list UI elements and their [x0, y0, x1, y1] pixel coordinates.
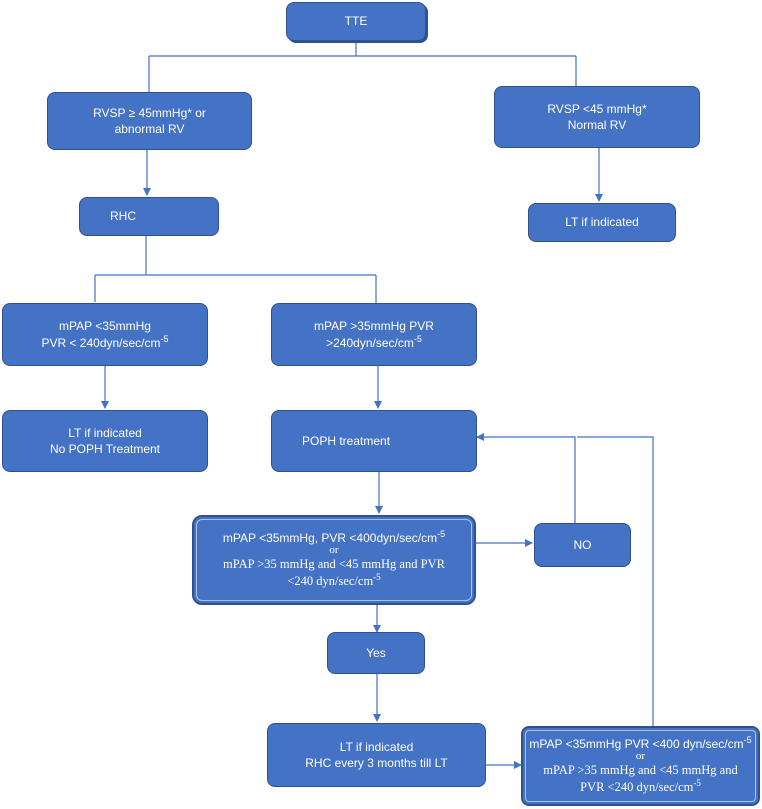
box-line-superscript: -5	[743, 735, 752, 746]
connector-criteria2-loop	[577, 436, 654, 726]
box-line-text: PVR < 240dyn/sec/cm	[41, 335, 161, 350]
box-line-text: PVR <240 dyn/sec/cm	[580, 780, 694, 795]
box-line: NO	[574, 537, 592, 553]
box-line: or	[529, 750, 751, 763]
box-line-superscript: -5	[413, 333, 422, 344]
box-line: RHC every 3 months till LT	[305, 755, 447, 771]
box-line-text: mPAP <35mmHg	[59, 319, 151, 334]
box-line-text: mPAP >35 mmHg and <45 mmHg and	[543, 763, 738, 778]
node-lt-if-indicated: LT if indicated	[528, 203, 676, 242]
box-line: Normal RV	[547, 117, 646, 133]
box-line: mPAP >35 mmHg and <45 mmHg and PVR	[223, 556, 445, 573]
connector-no-loop	[476, 433, 576, 523]
box-line-text: TTE	[344, 14, 368, 29]
node-rhc: RHC	[79, 197, 219, 236]
box-line: mPAP >35mmHg PVR	[314, 318, 434, 334]
box-line: abnormal RV	[93, 121, 206, 137]
box-line: mPAP <35mmHg, PVR <400dyn/sec/cm-5	[223, 530, 445, 546]
box-line-text: NO	[573, 537, 592, 552]
box-line-text: RVSP ≥ 45mmHg* or	[93, 105, 206, 120]
node-tte: TTE	[286, 2, 426, 41]
box-line-text: RVSP <45 mmHg*	[547, 101, 647, 116]
node-yes: Yes	[327, 632, 425, 674]
box-line-text: mPAP >35mmHg PVR	[314, 319, 434, 334]
box-line: >240dyn/sec/cm-5	[314, 333, 434, 351]
box-line-text: <240 dyn/sec/cm	[287, 574, 374, 589]
node-poph-treatment: POPH treatment	[271, 410, 477, 472]
box-line-text: or	[635, 750, 646, 763]
node-mpap-high: mPAP >35mmHg PVR>240dyn/sec/cm-5	[271, 303, 477, 366]
box-line-superscript: -5	[437, 529, 446, 540]
box-line-text: mPAP <35mmHg PVR <400 dyn/sec/cm	[529, 737, 744, 752]
box-line-text: Yes	[366, 645, 386, 660]
box-line-text: LT if indicated	[68, 425, 142, 440]
box-line: Yes	[366, 645, 386, 661]
node-no: NO	[534, 523, 631, 567]
connector-rhc-split	[94, 236, 377, 303]
box-line-text: mPAP <35mmHg, PVR <400dyn/sec/cm	[222, 531, 438, 546]
box-line-text: Normal RV	[567, 118, 627, 132]
box-line: mPAP <35mmHg	[41, 318, 168, 334]
box-line-superscript: -5	[160, 333, 169, 344]
box-line: <240 dyn/sec/cm-5	[223, 571, 445, 590]
box-line: POPH treatment	[302, 433, 390, 449]
box-line: mPAP >35 mmHg and <45 mmHg and	[529, 762, 751, 779]
box-line: RVSP <45 mmHg*	[547, 101, 646, 117]
box-line-text: LT if indicated	[339, 739, 414, 754]
box-line: LT if indicated	[565, 214, 639, 230]
box-line: TTE	[345, 13, 368, 29]
box-line-text: RHC	[110, 209, 136, 224]
box-line-superscript: -5	[373, 571, 381, 582]
box-line-text: abnormal RV	[114, 122, 185, 136]
box-line-text: POPH treatment	[302, 433, 391, 448]
node-rvsp-low: RVSP <45 mmHg* Normal RV	[494, 86, 700, 148]
node-lt-no-poph: LT if indicated No POPH Treatment	[2, 410, 208, 472]
box-line: or	[223, 544, 445, 557]
box-line: RHC	[110, 208, 136, 224]
box-line-text: mPAP >35 mmHg and <45 mmHg and PVR	[223, 557, 445, 572]
box-line: PVR <240 dyn/sec/cm-5	[529, 777, 751, 796]
box-line: No POPH Treatment	[50, 441, 160, 457]
box-line-text: RHC every 3 months till LT	[305, 756, 448, 770]
connector-tte-split	[148, 41, 577, 92]
box-line-text: >240dyn/sec/cm	[326, 335, 414, 350]
box-line: LT if indicated	[305, 739, 447, 755]
box-line: LT if indicated	[50, 425, 160, 441]
box-line: mPAP <35mmHg PVR <400 dyn/sec/cm-5	[529, 736, 751, 752]
node-rvsp-high: RVSP ≥ 45mmHg* or abnormal RV	[47, 92, 252, 150]
box-line-superscript: -5	[693, 777, 701, 788]
box-line-text: LT if indicated	[565, 215, 639, 230]
box-line-text: or	[329, 544, 339, 557]
box-line-text: No POPH Treatment	[49, 442, 161, 456]
box-line: PVR < 240dyn/sec/cm-5	[41, 333, 169, 351]
box-line: RVSP ≥ 45mmHg* or	[93, 105, 206, 121]
